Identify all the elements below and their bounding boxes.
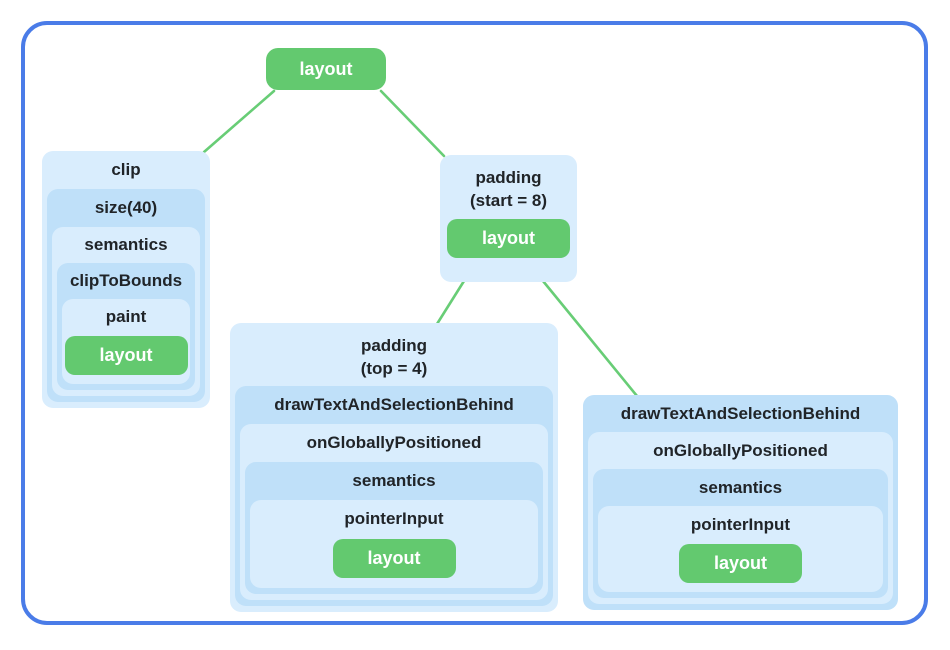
- chain-on-globally-positioned-mid: onGloballyPositioned semantics pointerIn…: [240, 424, 548, 600]
- edge-root-to-clip: [202, 89, 276, 154]
- chain-paint: paint layout: [62, 299, 190, 384]
- chain-semantics-right-label: semantics: [698, 478, 783, 497]
- chain-padding-top: padding (top = 4) drawTextAndSelectionBe…: [230, 323, 558, 612]
- chain-pointer-input-mid: pointerInput layout: [250, 500, 538, 588]
- chain-semantics-mid: semantics pointerInput layout: [245, 462, 543, 594]
- chain-semantics-mid-label: semantics: [352, 471, 436, 490]
- edge-padding-start-to-draw-text: [541, 279, 639, 398]
- chain-draw-text-right-label: drawTextAndSelectionBehind: [620, 404, 861, 423]
- chain-semantics-label: semantics: [84, 235, 168, 254]
- chain-padding-start: padding (start = 8) layout: [440, 155, 577, 282]
- chain-clip: clip size(40) semantics clipToBounds pai…: [42, 151, 210, 408]
- chain-paint-label: paint: [105, 307, 147, 326]
- diagram-border-frame: [21, 21, 928, 625]
- chain-semantics-right: semantics pointerInput layout: [593, 469, 888, 598]
- chain-clip-to-bounds: clipToBounds paint layout: [57, 263, 195, 390]
- chain-padding-start-label: padding (start = 8): [440, 155, 577, 218]
- chain-semantics: semantics clipToBounds paint layout: [52, 227, 200, 396]
- chain-clip-to-bounds-label: clipToBounds: [69, 271, 183, 290]
- node-layout-leaf-clip: layout: [64, 336, 188, 375]
- chain-on-globally-positioned-mid-label: onGloballyPositioned: [306, 433, 482, 452]
- node-layout-leaf-padding-top: layout: [332, 539, 456, 578]
- chain-on-globally-positioned-right: onGloballyPositioned semantics pointerIn…: [588, 432, 893, 604]
- chain-pointer-input-right: pointerInput layout: [598, 506, 883, 592]
- chain-draw-text-mid: drawTextAndSelectionBehind onGloballyPos…: [235, 386, 553, 606]
- chain-pointer-input-right-label: pointerInput: [690, 515, 791, 534]
- chain-clip-label: clip: [111, 160, 141, 179]
- node-layout-leaf-padding-start: layout: [447, 219, 570, 258]
- chain-padding-top-label-line1: padding: [360, 336, 428, 355]
- chain-padding-start-label-line2: (start = 8): [470, 191, 547, 210]
- chain-size-label: size(40): [94, 198, 158, 217]
- chain-draw-text-mid-label: drawTextAndSelectionBehind: [274, 395, 514, 414]
- node-layout-leaf-draw-text: layout: [679, 544, 802, 583]
- edge-padding-start-to-padding-top: [435, 279, 466, 326]
- chain-padding-start-label-line1: padding: [475, 168, 542, 187]
- chain-pointer-input-mid-label: pointerInput: [344, 509, 444, 528]
- chain-size: size(40) semantics clipToBounds paint la…: [47, 189, 205, 402]
- chain-padding-top-label-line2: (top = 4): [360, 359, 428, 378]
- node-layout-root: layout: [266, 48, 386, 90]
- chain-draw-text-right: drawTextAndSelectionBehind onGloballyPos…: [583, 395, 898, 610]
- chain-padding-top-label: padding (top = 4): [230, 323, 558, 386]
- chain-on-globally-positioned-right-label: onGloballyPositioned: [653, 441, 828, 460]
- edge-root-to-padding-start: [379, 89, 446, 158]
